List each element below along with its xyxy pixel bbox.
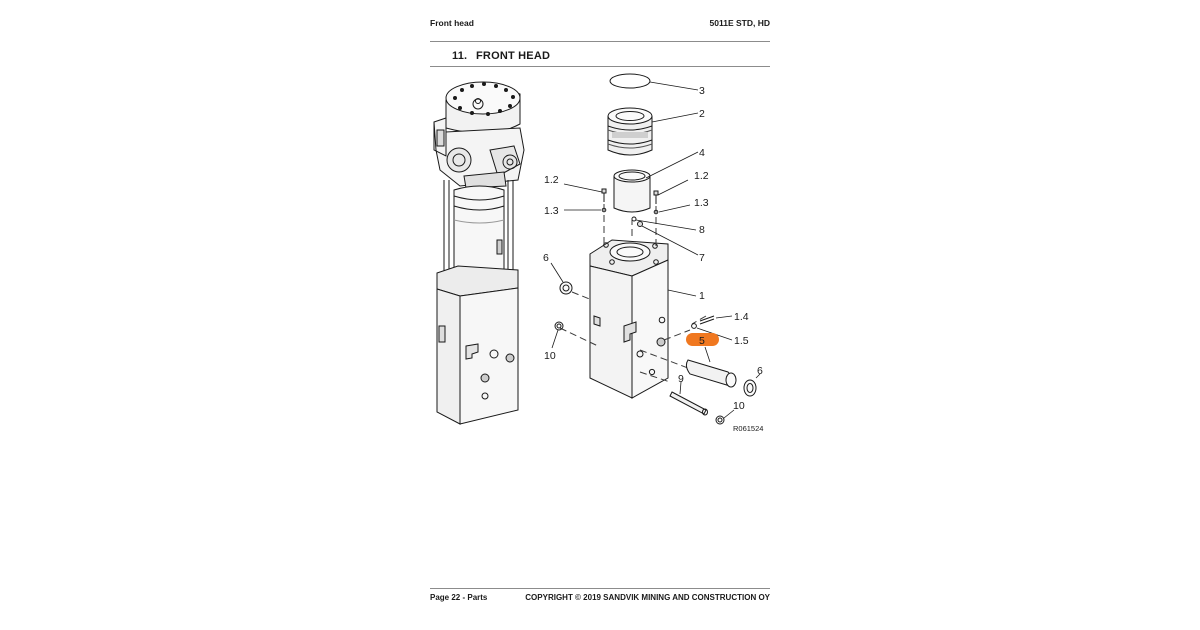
- section-rule: [430, 66, 770, 67]
- callout-1: 1: [699, 290, 705, 302]
- callout-3: 3: [699, 85, 705, 97]
- footer-rule: [430, 588, 770, 589]
- callout-1-3-left: 1.3: [544, 205, 559, 217]
- callout-7: 7: [699, 252, 705, 264]
- part-7-8-plugs: [631, 216, 643, 227]
- callout-1-2-left: 1.2: [544, 174, 559, 186]
- callout-2: 2: [699, 108, 705, 120]
- part-9-thin-pin: [669, 391, 708, 416]
- footer-left: Page 22 - Parts: [430, 593, 488, 602]
- header-left: Front head: [430, 18, 474, 28]
- callout-1-4: 1.4: [734, 311, 749, 323]
- callout-10-right: 10: [733, 400, 745, 412]
- part-3-o-ring: [609, 73, 651, 89]
- callout-1-5: 1.5: [734, 335, 749, 347]
- callout-labels: 3 2 4 1.2 1.2 1.3 1.3 8 7 6 1 1.4 1.5 5 …: [543, 85, 763, 433]
- callout-9: 9: [678, 373, 684, 385]
- callout-4: 4: [699, 147, 705, 159]
- footer-right: COPYRIGHT © 2019 SANDVIK MINING AND CONS…: [525, 593, 770, 602]
- header-rule: [430, 41, 770, 42]
- figure-reference: R061524: [733, 424, 763, 433]
- part-1-front-head-body: [589, 239, 669, 399]
- part-1-2-screws: [601, 188, 659, 215]
- part-5-pin: [685, 359, 737, 388]
- callout-1-2-right: 1.2: [694, 170, 709, 182]
- callout-8: 8: [699, 224, 705, 236]
- section-title: FRONT HEAD: [476, 50, 551, 62]
- callout-6-right: 6: [757, 365, 763, 377]
- section-heading: 11. FRONT HEAD: [452, 50, 550, 62]
- part-1-4-screw: [691, 315, 715, 329]
- section-number: 11.: [452, 50, 468, 62]
- highlight-callout-5: [686, 333, 719, 346]
- assembled-front-head-illustration: [433, 81, 525, 425]
- callout-1-3-right: 1.3: [694, 197, 709, 209]
- part-6-o-ring-left: [559, 281, 573, 295]
- callout-5: 5: [699, 335, 705, 347]
- callout-10-left: 10: [544, 350, 556, 362]
- callout-6-left: 6: [543, 252, 549, 264]
- part-4-sleeve: [613, 169, 651, 213]
- part-2-bushing: [607, 107, 653, 156]
- header-right: 5011E STD, HD: [709, 18, 770, 28]
